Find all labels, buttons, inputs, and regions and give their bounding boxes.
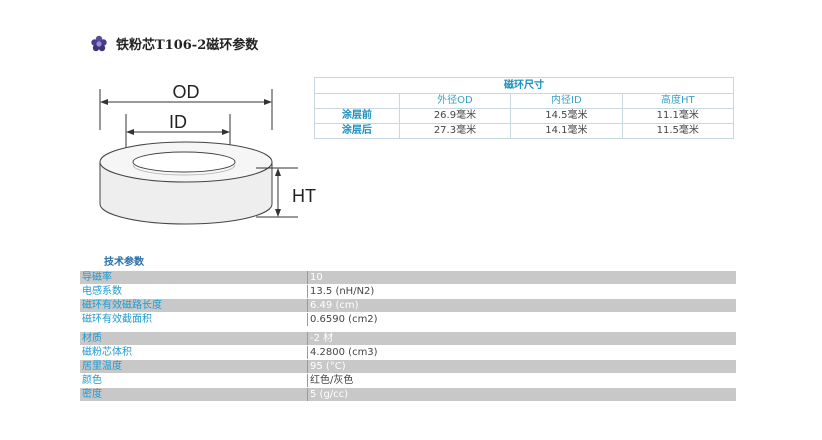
table-row: 磁粉芯体积 4.2800 (cm3) <box>80 346 736 359</box>
table-row: 涂层前 26.9毫米 14.5毫米 11.1毫米 <box>314 108 735 124</box>
table-row: 密度 5 (g/cc) <box>80 388 736 401</box>
spec-value: -2 材 <box>307 332 736 345</box>
od-label: OD <box>173 82 200 102</box>
id-label: ID <box>169 112 187 132</box>
spec-label: 磁粉芯体积 <box>80 346 307 359</box>
table-row: 磁环有效截面积 0.6590 (cm2) <box>80 313 736 326</box>
spec-value: 10 <box>307 271 736 284</box>
table-row: 导磁率 10 <box>80 271 736 284</box>
spec-value: 6.49 (cm) <box>307 299 736 312</box>
spec-label: 颜色 <box>80 374 307 387</box>
table-cell: 14.1毫米 <box>510 123 623 139</box>
ht-label: HT <box>292 186 316 206</box>
table-cell: 27.3毫米 <box>398 123 512 139</box>
dimension-table: 磁环尺寸 外径OD 内径ID 高度HT 涂层前 26.9毫米 14.5毫米 11… <box>314 77 735 139</box>
spec-label: 居里温度 <box>80 360 307 373</box>
spec-label: 磁环有效磁路长度 <box>80 299 307 312</box>
dimension-table-caption: 磁环尺寸 <box>314 77 734 94</box>
spec-label: 导磁率 <box>80 271 307 284</box>
spec-label: 电感系数 <box>80 285 307 298</box>
column-header-id: 内径ID <box>510 93 623 109</box>
spec-value: 4.2800 (cm3) <box>307 346 736 359</box>
spec-value: 5 (g/cc) <box>307 388 736 401</box>
page-title: 铁粉芯T106-2磁环参数 <box>116 38 259 53</box>
spec-value: 95 (°C) <box>307 360 736 373</box>
spec-label: 材质 <box>80 332 307 345</box>
page-header: 铁粉芯T106-2磁环参数 <box>90 34 258 53</box>
table-row: 电感系数 13.5 (nH/N2) <box>80 285 736 298</box>
row-spacer <box>80 327 736 331</box>
dimension-header-blank <box>314 93 400 109</box>
spec-value: 13.5 (nH/N2) <box>307 285 736 298</box>
column-header-od: 外径OD <box>398 93 512 109</box>
spec-label: 磁环有效截面积 <box>80 313 307 326</box>
table-cell: 11.5毫米 <box>621 123 735 139</box>
table-cell: 11.1毫米 <box>621 108 735 124</box>
row-label: 涂层前 <box>314 108 400 124</box>
spec-value: 0.6590 (cm2) <box>307 313 736 326</box>
spec-table: 导磁率 10 电感系数 13.5 (nH/N2) 磁环有效磁路长度 6.49 (… <box>80 270 736 402</box>
table-cell: 14.5毫米 <box>510 108 623 124</box>
table-row: 居里温度 95 (°C) <box>80 360 736 373</box>
table-row: 颜色 红色/灰色 <box>80 374 736 387</box>
column-header-ht: 高度HT <box>621 93 735 109</box>
table-row: 涂层后 27.3毫米 14.1毫米 11.5毫米 <box>314 123 735 139</box>
tech-section-title: 技术参数 <box>104 257 144 268</box>
table-row: 磁环有效磁路长度 6.49 (cm) <box>80 299 736 312</box>
row-label: 涂层后 <box>314 123 400 139</box>
flower-icon <box>90 35 108 53</box>
table-row: 材质 -2 材 <box>80 332 736 345</box>
spec-value: 红色/灰色 <box>307 374 736 387</box>
table-cell: 26.9毫米 <box>398 108 512 124</box>
toroid-diagram: OD ID HT <box>99 82 316 225</box>
spec-label: 密度 <box>80 388 307 401</box>
